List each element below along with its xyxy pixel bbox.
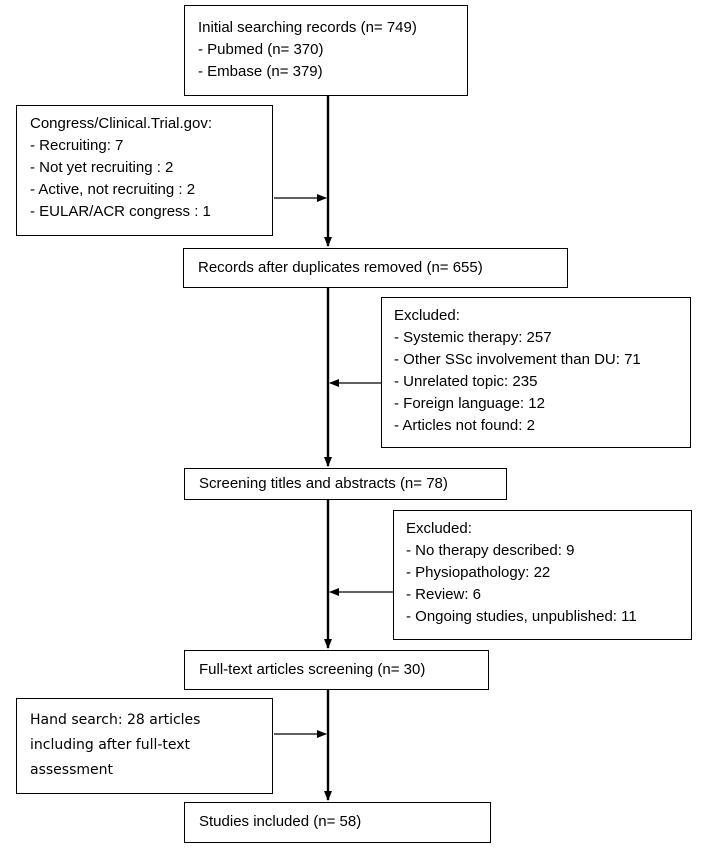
box-line: - No therapy described: 9 (406, 542, 575, 559)
box-excluded-2: Excluded: - No therapy described: 9 - Ph… (393, 510, 692, 640)
box-studies-included: Studies included (n= 58) (184, 802, 491, 843)
box-line: - Foreign language: 12 (394, 395, 545, 412)
box-line: including after full-text (30, 737, 191, 753)
box-line: Hand search: 28 articles (30, 712, 201, 728)
box-line: Congress/Clinical.Trial.gov: (30, 115, 213, 132)
box-duplicates-removed: Records after duplicates removed (n= 655… (183, 248, 568, 288)
box-line: - Not yet recruiting : 2 (30, 159, 174, 176)
box-line: - Review: 6 (406, 586, 482, 603)
box-line: - Recruiting: 7 (30, 137, 124, 154)
box-line: Excluded: (394, 307, 460, 324)
box-line: - Unrelated topic: 235 (394, 373, 538, 390)
box-line: assessment (30, 762, 113, 778)
box-congress: Congress/Clinical.Trial.gov: - Recruitin… (16, 105, 273, 236)
box-line: - Other SSc involvement than DU: 71 (394, 351, 641, 368)
box-excluded-1: Excluded: - Systemic therapy: 257 - Othe… (381, 297, 691, 448)
box-line: - Embase (n= 379) (198, 63, 323, 80)
box-line: - EULAR/ACR congress : 1 (30, 203, 211, 220)
box-line: - Ongoing studies, unpublished: 11 (406, 608, 637, 625)
box-hand-search: Hand search: 28 articles including after… (16, 698, 273, 794)
box-fulltext-screening: Full-text articles screening (n= 30) (184, 650, 489, 690)
box-line: Studies included (n= 58) (199, 813, 362, 830)
box-line: - Physiopathology: 22 (406, 564, 551, 581)
box-line: - Articles not found: 2 (394, 417, 535, 434)
box-line: - Pubmed (n= 370) (198, 41, 324, 58)
box-line: Full-text articles screening (n= 30) (199, 661, 426, 678)
box-line: - Active, not recruiting : 2 (30, 181, 196, 198)
box-initial-records: Initial searching records (n= 749) - Pub… (184, 5, 468, 96)
box-line: Records after duplicates removed (n= 655… (198, 259, 483, 276)
box-line: Screening titles and abstracts (n= 78) (199, 475, 448, 492)
box-screening: Screening titles and abstracts (n= 78) (184, 468, 507, 500)
box-line: Excluded: (406, 520, 472, 537)
box-line: Initial searching records (n= 749) (198, 19, 417, 36)
box-line: - Systemic therapy: 257 (394, 329, 552, 346)
